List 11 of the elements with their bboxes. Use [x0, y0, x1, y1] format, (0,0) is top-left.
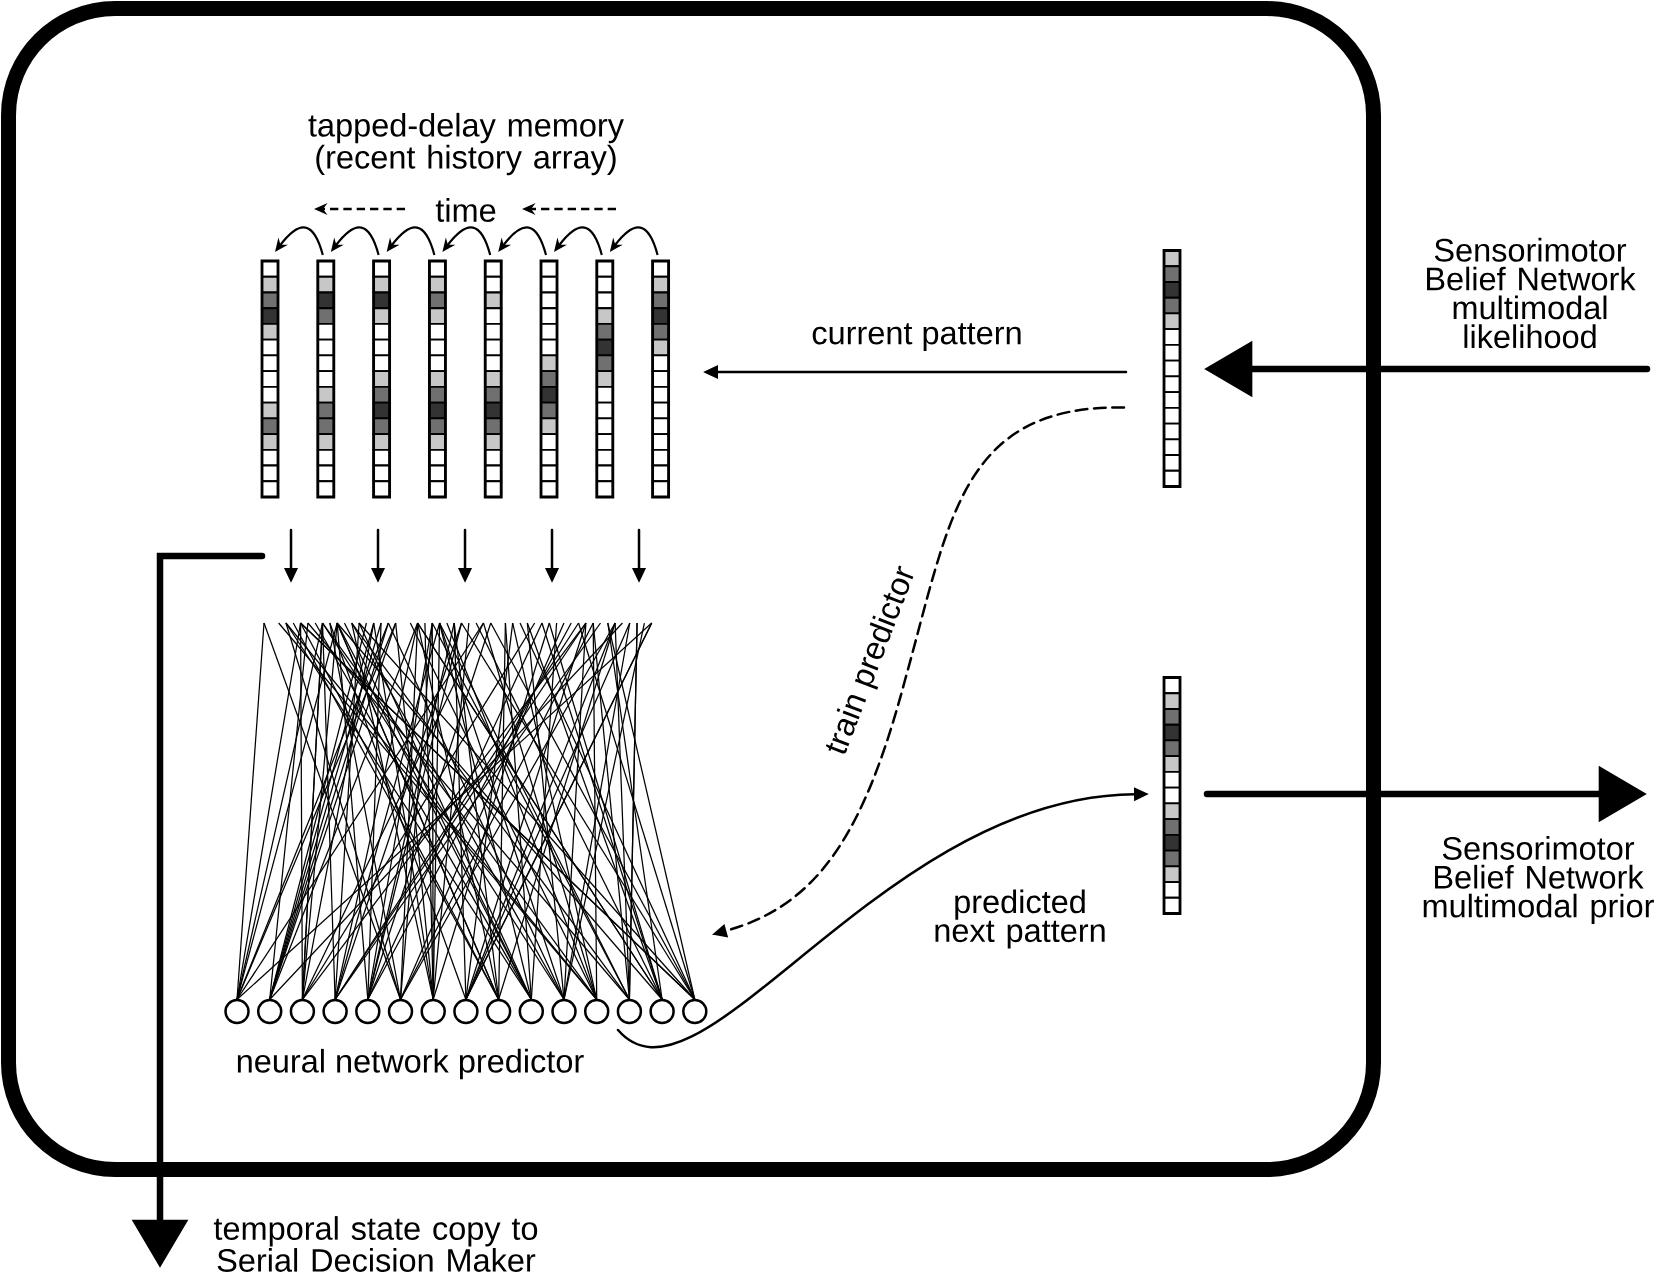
time-label: time — [435, 198, 496, 222]
edge-label: predicted next pattern — [922, 886, 1118, 952]
edge-label: Sensorimotor Belief Network multimodal likelihood — [1412, 234, 1648, 352]
pattern-vector — [1162, 676, 1182, 915]
edge-label: current pattern — [808, 319, 1027, 355]
edge-label: temporal state copy to Serial Decision Maker — [193, 1212, 559, 1276]
network-label: neural network predictor — [237, 1048, 584, 1080]
edge-label: Sensorimotor Belief Network multimodal prior — [1410, 832, 1666, 928]
pattern-vector — [1162, 249, 1182, 488]
outer-frame — [1, 1, 1381, 1177]
memory-title: tapped-delay memory (recent history array) — [308, 112, 624, 176]
